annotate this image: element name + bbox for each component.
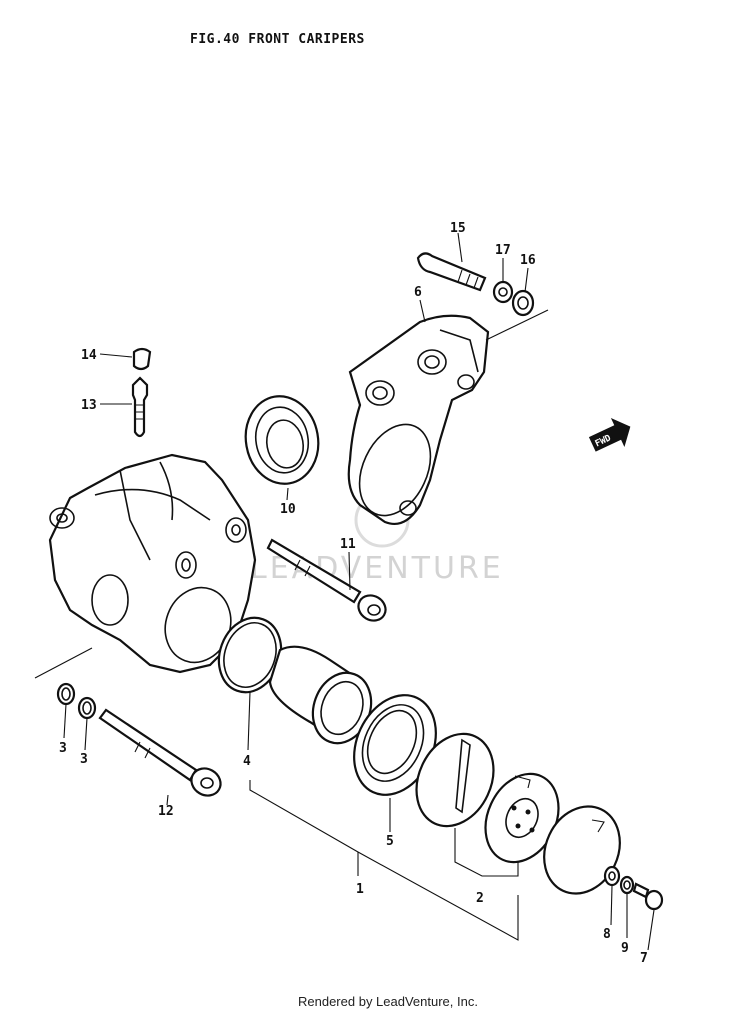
washer-17	[492, 280, 514, 304]
callout-7: 7	[640, 951, 648, 966]
callout-9: 9	[621, 941, 629, 956]
pin-bolt-11	[266, 538, 387, 622]
o-ring-3a	[56, 682, 76, 706]
washer-8	[603, 865, 621, 887]
callout-4: 4	[243, 754, 251, 769]
callout-6: 6	[414, 285, 422, 300]
footer-credit: Rendered by LeadVenture, Inc.	[298, 994, 478, 1009]
callout-labels: 1 2 3 3 4 5 6 7 8 9 10 11 12 13 14 15 16…	[59, 221, 648, 966]
piston	[268, 645, 373, 745]
callout-16: 16	[520, 253, 536, 268]
callout-1: 1	[356, 882, 364, 897]
callout-17: 17	[495, 243, 511, 258]
bleeder-screw	[131, 376, 149, 438]
o-ring-3b	[77, 696, 97, 720]
washer-9	[619, 875, 635, 895]
callout-2: 2	[476, 891, 484, 906]
callout-3a: 3	[59, 741, 67, 756]
piston-seal-4	[217, 616, 283, 694]
callout-12: 12	[158, 804, 174, 819]
pin-bolt-12	[98, 708, 222, 797]
callout-13: 13	[81, 398, 97, 413]
pad-shim	[543, 805, 621, 895]
washer-16	[511, 289, 535, 317]
callout-3b: 3	[80, 752, 88, 767]
forward-direction-arrow: FWD	[588, 418, 631, 452]
bleeder-cap	[132, 347, 152, 371]
caliper-bracket	[347, 314, 490, 526]
caliper-body	[48, 453, 257, 674]
callout-5: 5	[386, 834, 394, 849]
leader-lines	[34, 232, 655, 951]
dust-seal-10	[244, 395, 320, 485]
brake-pad-b	[484, 772, 560, 864]
callout-11: 11	[340, 537, 356, 552]
callout-8: 8	[603, 927, 611, 942]
bracket-bolt-15	[416, 252, 487, 292]
screw-7	[632, 882, 664, 911]
callout-14: 14	[81, 348, 97, 363]
brake-pad-a	[415, 732, 495, 828]
callout-10: 10	[280, 502, 296, 517]
figure-title: FIG.40 FRONT CARIPERS	[190, 32, 365, 47]
callout-15: 15	[450, 221, 466, 236]
